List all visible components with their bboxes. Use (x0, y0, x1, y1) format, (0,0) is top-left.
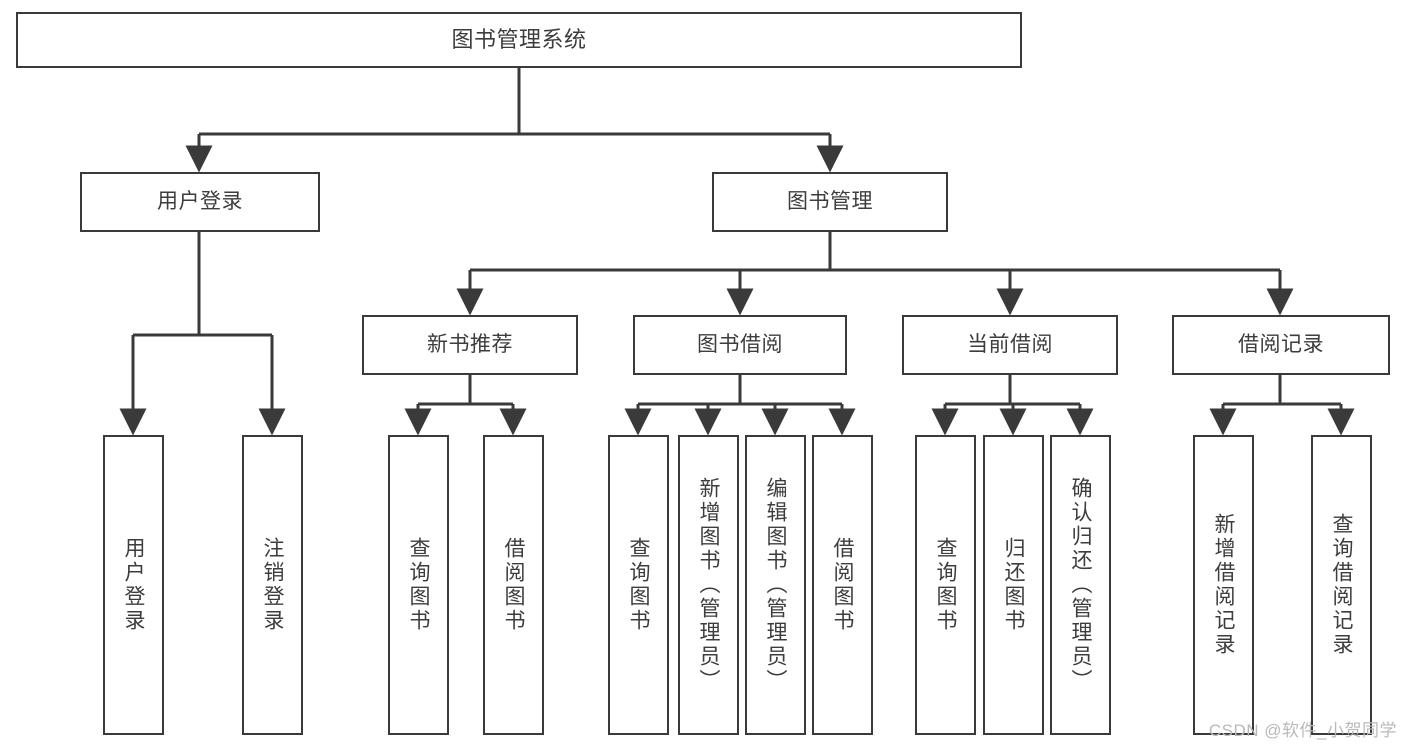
node-leaf-query-book-1-label: 查询图书 (407, 537, 430, 633)
node-borrow-record[interactable]: 借阅记录 (1172, 315, 1390, 375)
node-leaf-confirm-return-label: 确认归还（管理员） (1069, 477, 1092, 693)
node-leaf-return-book[interactable]: 归还图书 (983, 435, 1044, 735)
node-leaf-borrow-book-1-label: 借阅图书 (502, 537, 525, 633)
node-leaf-edit-book[interactable]: 编辑图书（管理员） (745, 435, 806, 735)
node-leaf-user-login-label: 用户登录 (122, 537, 145, 633)
node-new-book-recommend-label: 新书推荐 (427, 332, 513, 356)
node-leaf-edit-book-label: 编辑图书（管理员） (764, 477, 787, 693)
watermark: CSDN @软件_小贺同学 (1208, 721, 1397, 740)
node-leaf-query-book-3-label: 查询图书 (934, 537, 957, 633)
node-leaf-query-book-2[interactable]: 查询图书 (608, 435, 669, 735)
node-user-login[interactable]: 用户登录 (80, 172, 320, 232)
node-leaf-query-book-2-label: 查询图书 (627, 537, 650, 633)
node-leaf-logout-login[interactable]: 注销登录 (242, 435, 303, 735)
node-leaf-borrow-book-2[interactable]: 借阅图书 (812, 435, 873, 735)
node-leaf-borrow-book-1[interactable]: 借阅图书 (483, 435, 544, 735)
node-borrow-record-label: 借阅记录 (1238, 332, 1324, 356)
node-leaf-query-book-3[interactable]: 查询图书 (915, 435, 976, 735)
node-root-label: 图书管理系统 (451, 27, 587, 53)
node-new-book-recommend[interactable]: 新书推荐 (362, 315, 578, 375)
node-book-borrow-label: 图书借阅 (697, 332, 783, 356)
node-user-login-label: 用户登录 (157, 189, 243, 213)
node-leaf-return-book-label: 归还图书 (1002, 537, 1025, 633)
node-leaf-user-login[interactable]: 用户登录 (103, 435, 164, 735)
node-book-manage[interactable]: 图书管理 (712, 172, 948, 232)
node-leaf-query-record-label: 查询借阅记录 (1330, 513, 1353, 657)
node-book-manage-label: 图书管理 (787, 189, 873, 213)
node-leaf-confirm-return[interactable]: 确认归还（管理员） (1050, 435, 1111, 735)
node-leaf-add-record-label: 新增借阅记录 (1212, 513, 1235, 657)
node-current-borrow-label: 当前借阅 (967, 332, 1053, 356)
node-current-borrow[interactable]: 当前借阅 (902, 315, 1118, 375)
node-leaf-add-book-label: 新增图书（管理员） (697, 477, 720, 693)
node-leaf-query-record[interactable]: 查询借阅记录 (1311, 435, 1372, 735)
node-leaf-borrow-book-2-label: 借阅图书 (831, 537, 854, 633)
node-book-borrow[interactable]: 图书借阅 (633, 315, 847, 375)
node-root[interactable]: 图书管理系统 (16, 12, 1022, 68)
node-leaf-add-record[interactable]: 新增借阅记录 (1193, 435, 1254, 735)
node-leaf-logout-login-label: 注销登录 (261, 537, 284, 633)
node-leaf-add-book[interactable]: 新增图书（管理员） (678, 435, 739, 735)
node-leaf-query-book-1[interactable]: 查询图书 (388, 435, 449, 735)
